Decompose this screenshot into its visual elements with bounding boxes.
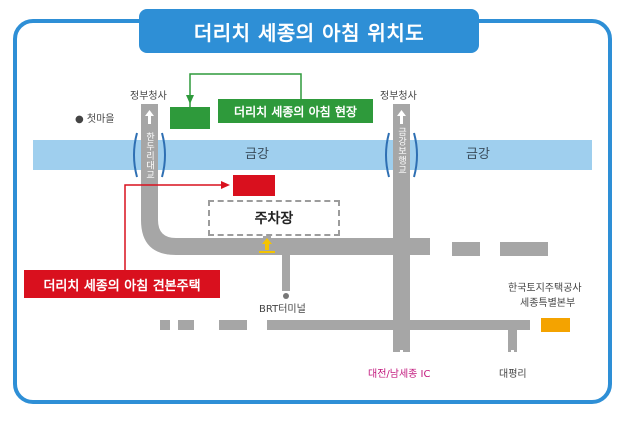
- site-callout-line: [189, 73, 302, 107]
- daejeon-ic-label: 대전/남세종 IC: [368, 369, 431, 380]
- lh-marker: [541, 318, 570, 332]
- cheotmaeul-label: ● 첫마을: [75, 114, 115, 125]
- bridge-right: [393, 134, 410, 176]
- house-marker: [233, 175, 275, 196]
- lh-label-line2: 세종특별본부: [520, 298, 576, 309]
- parking-entrance: [259, 251, 275, 253]
- river: [33, 140, 592, 170]
- road-lower-dash: [178, 320, 194, 330]
- site-label-box: 더리치 세종의 아침 현장: [218, 99, 373, 123]
- road-lower-dash: [219, 320, 247, 330]
- bridge-right-bracket-r: [413, 132, 418, 178]
- road-right-lower: [393, 170, 410, 352]
- road-lower: [267, 320, 530, 330]
- house-label-box: 더리치 세종의 아침 견본주택: [24, 270, 220, 298]
- brt-label: BRT터미널: [259, 304, 306, 315]
- house-callout-arrow: [221, 181, 230, 189]
- house-callout-line: [124, 184, 222, 270]
- lh-label-line1: 한국토지주택공사: [508, 283, 582, 294]
- road-daepyeong: [508, 330, 517, 352]
- bridge-left-label: 한두리대교: [144, 132, 154, 180]
- daepyeong-label: 대평리: [499, 369, 527, 380]
- bus-stop-icon: [283, 293, 289, 299]
- road-dash: [500, 242, 548, 256]
- parking-box: 주차장: [208, 200, 340, 236]
- road-lower-dash: [160, 320, 170, 330]
- road-dash: [452, 242, 480, 256]
- arrow-up-icon: [145, 110, 154, 124]
- river-left-label: 금강: [245, 147, 269, 162]
- road-brt: [282, 255, 290, 291]
- river-right-label: 금강: [466, 147, 490, 162]
- site-marker: [170, 107, 210, 129]
- arrow-up-icon: [262, 238, 272, 250]
- arrow-up-icon: [397, 110, 406, 124]
- bridge-left-bracket-r: [161, 132, 166, 178]
- site-callout-arrow: [186, 95, 194, 104]
- bridge-right-bracket: [385, 132, 390, 178]
- arrow-down-icon: [508, 350, 517, 364]
- gov-left-label: 정부청사: [130, 91, 167, 102]
- arrow-down-icon: [397, 350, 406, 364]
- map-title: 더리치 세종의 아침 위치도: [139, 9, 479, 53]
- bridge-right-label: 금강보행교: [396, 127, 406, 175]
- gov-right-label: 정부청사: [380, 91, 417, 102]
- bridge-left: [141, 134, 158, 176]
- bridge-left-bracket: [133, 132, 138, 178]
